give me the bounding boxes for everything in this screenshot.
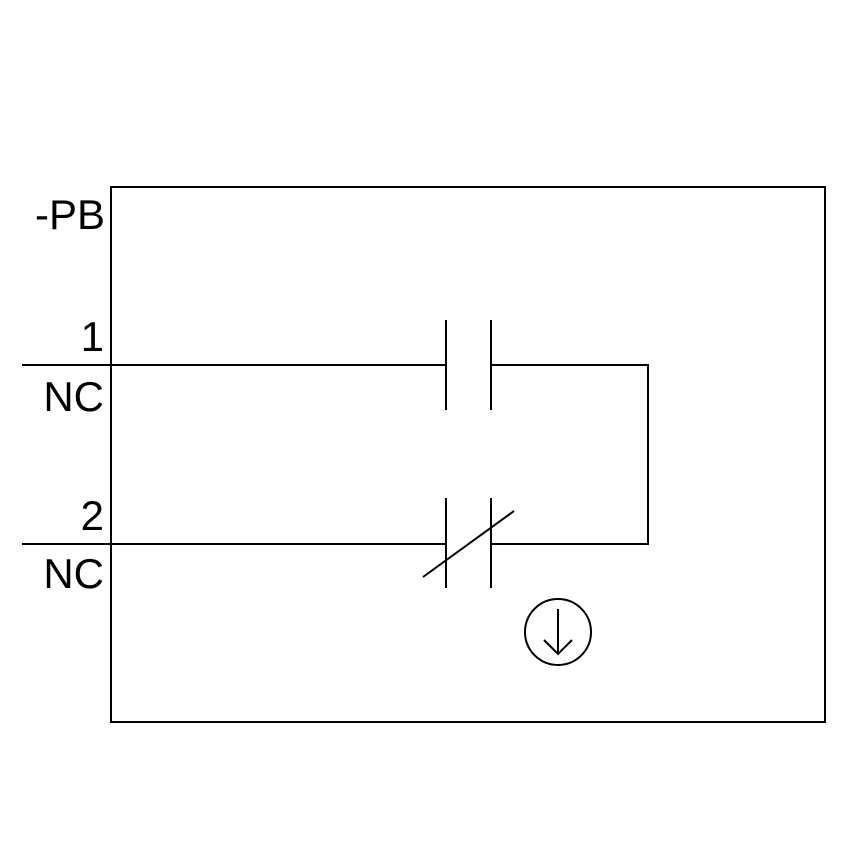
contact-2 bbox=[422, 498, 648, 588]
terminal-2-number: 2 bbox=[81, 492, 104, 539]
terminal-1-number: 1 bbox=[81, 313, 104, 360]
device-tag: -PB bbox=[35, 191, 105, 238]
terminal-1: 1 NC bbox=[22, 313, 445, 420]
terminal-1-note: NC bbox=[43, 373, 104, 420]
contact-2-diagonal bbox=[422, 510, 515, 578]
contact-1 bbox=[445, 320, 648, 410]
device-enclosure bbox=[110, 186, 826, 723]
terminal-2-note: NC bbox=[43, 550, 104, 597]
terminal-2: 2 NC bbox=[22, 492, 445, 597]
down-arrow-circle-icon bbox=[524, 598, 592, 666]
